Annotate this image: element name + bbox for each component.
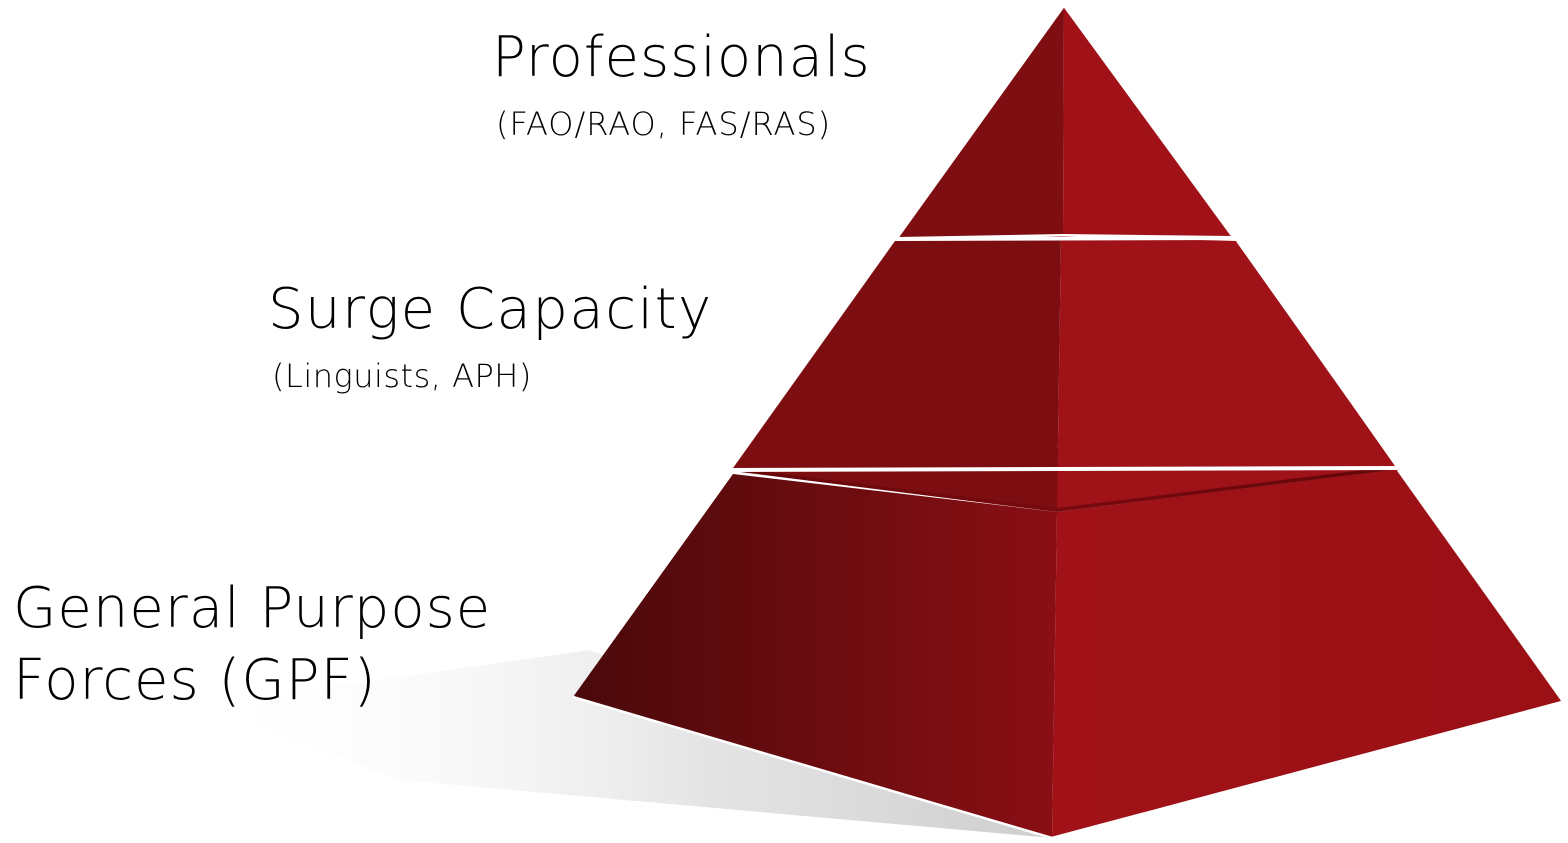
tier-middle-shape bbox=[733, 236, 1395, 508]
tier-middle-left-face bbox=[733, 236, 1061, 508]
tier-top-subtitle: (FAO/RAO, FAS/RAS) bbox=[496, 105, 832, 143]
tier-bottom-title: General Purpose Forces (GPF) bbox=[13, 576, 492, 713]
tier-separators bbox=[572, 5, 1564, 840]
tier-middle-title: Surge Capacity bbox=[268, 277, 713, 342]
tier-middle-right-face bbox=[1057, 236, 1395, 508]
tier-bottom-left-face bbox=[573, 474, 1057, 838]
tier-bottom-right-face bbox=[1052, 469, 1562, 838]
pyramid-shadow bbox=[200, 650, 1052, 838]
tier-top-title: Professionals bbox=[492, 25, 871, 90]
tier-middle-subtitle: (Linguists, APH) bbox=[272, 357, 532, 395]
tier-top-shape bbox=[898, 7, 1232, 237]
